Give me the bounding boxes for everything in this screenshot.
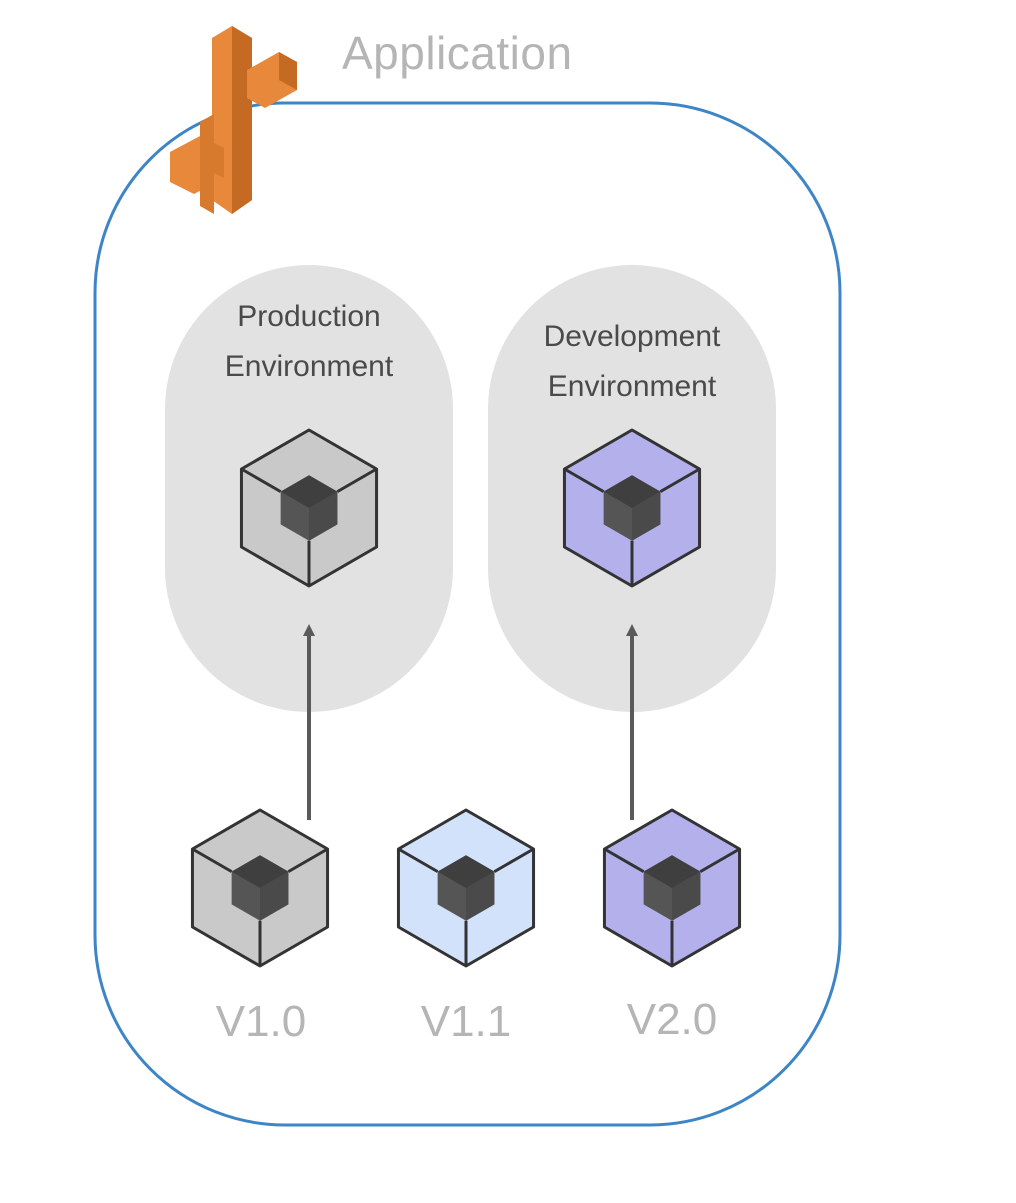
version-label-v2-0: V2.0 bbox=[626, 995, 718, 1044]
production-environment-label: Production Environment bbox=[179, 292, 439, 392]
development-environment-label: Development Environment bbox=[502, 312, 762, 412]
application-title: Application bbox=[342, 27, 573, 79]
version-v2-0-package-cube-icon bbox=[602, 808, 742, 968]
development-environment-label-line1: Development bbox=[543, 320, 721, 353]
application-container bbox=[93, 101, 842, 1127]
production-package-cube-icon bbox=[239, 428, 379, 588]
aws-elastic-beanstalk-icon bbox=[170, 26, 297, 214]
version-v1-0-package-cube-icon bbox=[190, 808, 330, 968]
production-environment-label-line1: Production bbox=[237, 300, 381, 333]
version-label-v1-0: V1.0 bbox=[215, 997, 307, 1046]
development-package-cube-icon bbox=[562, 428, 702, 588]
production-environment-label-line2: Environment bbox=[224, 350, 394, 383]
development-environment-label-line2: Environment bbox=[547, 370, 717, 403]
version-label-v1-1: V1.1 bbox=[420, 997, 512, 1046]
version-v1-1-package-cube-icon bbox=[396, 808, 536, 968]
